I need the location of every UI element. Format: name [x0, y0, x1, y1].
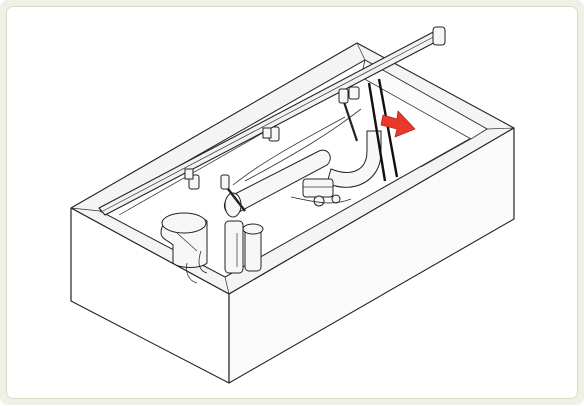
gas-struts: [220, 78, 399, 212]
pump-and-pipework: [160, 108, 382, 284]
open-lid: [98, 26, 446, 216]
hinge-brackets: [188, 86, 360, 190]
lid-handle-icon: [432, 26, 446, 46]
support-rod-left: [367, 82, 387, 182]
enclosure-outer-walls: [70, 127, 515, 384]
direction-arrow-icon: [380, 110, 416, 138]
support-rod-right: [377, 78, 399, 178]
figure-panel: [6, 6, 578, 399]
